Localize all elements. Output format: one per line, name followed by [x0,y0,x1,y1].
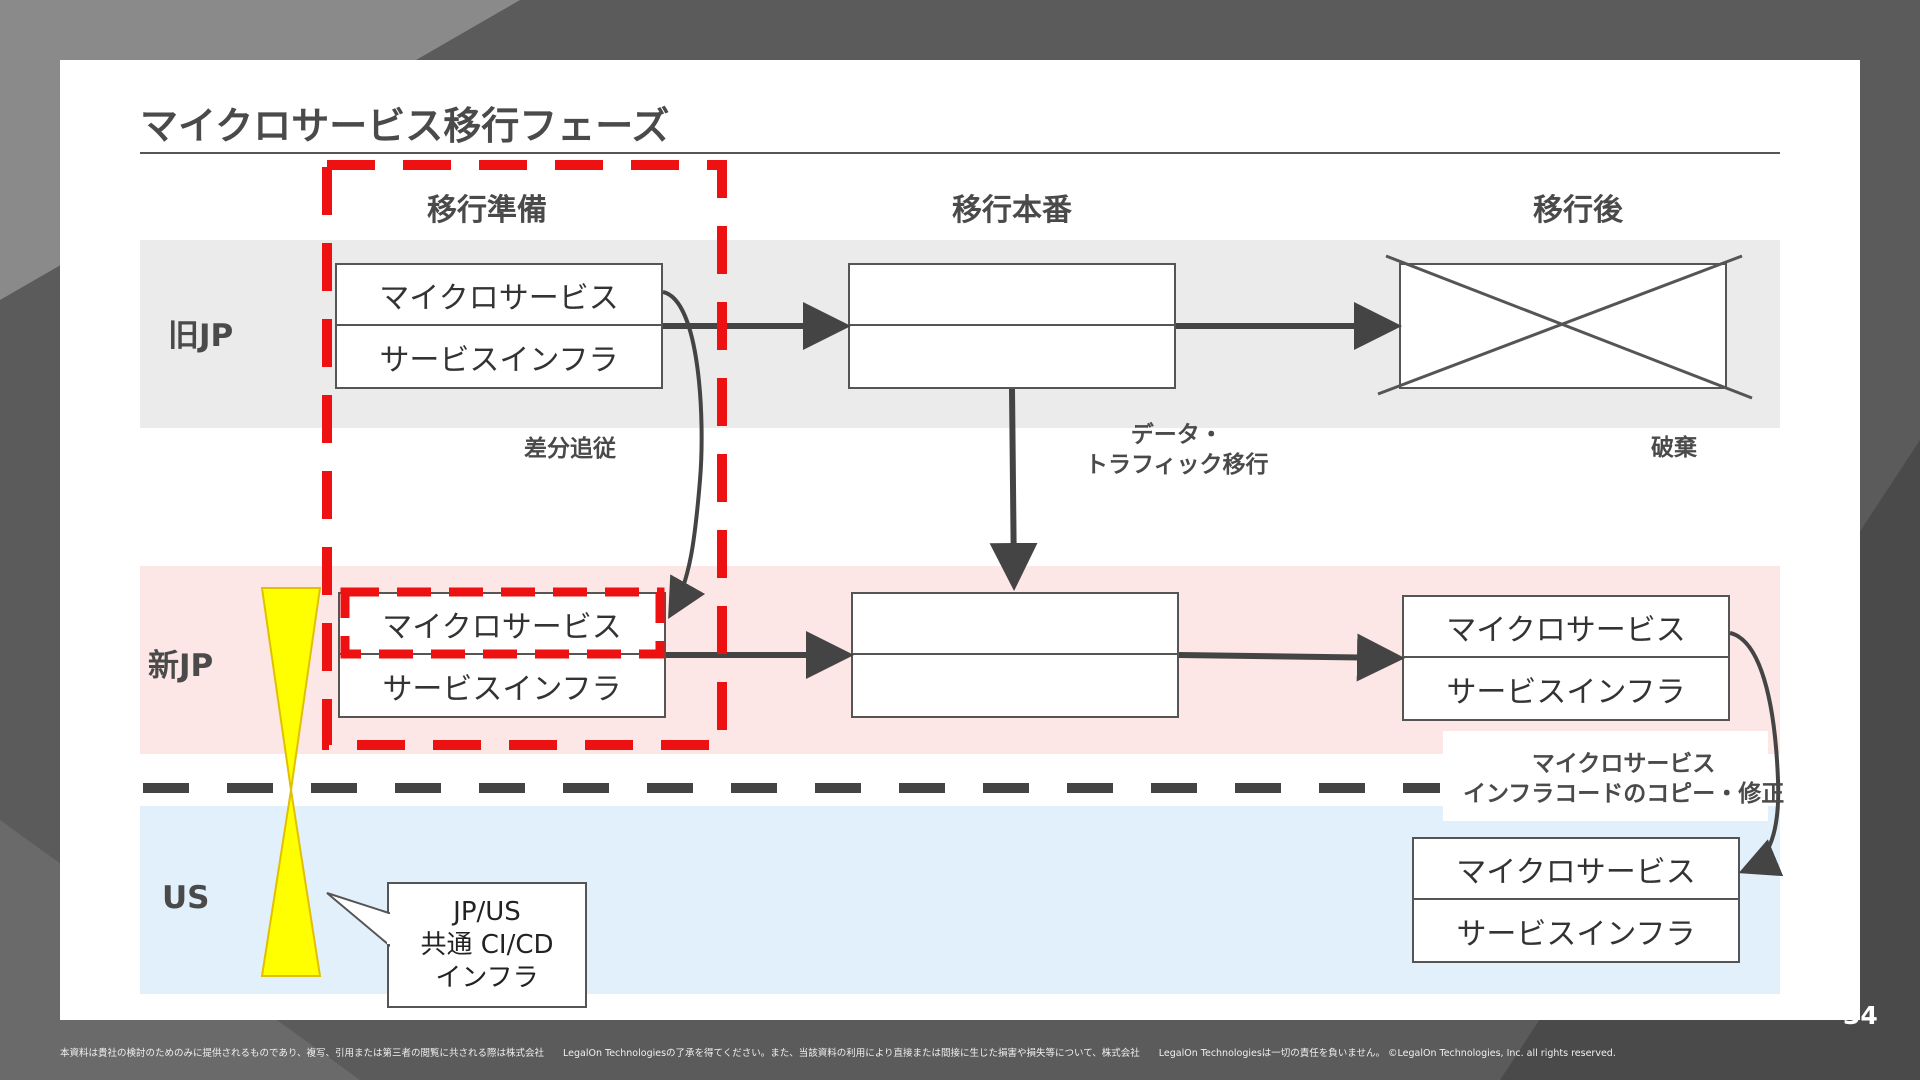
column-header-prep: 移行準備 [427,193,547,228]
hourglass-shape [260,587,322,977]
discard-x-mark [1377,254,1753,400]
old-jp-prep-box: マイクロサービス サービスインフラ [335,263,663,389]
us-post-box: マイクロサービス サービスインフラ [1412,837,1740,963]
prep-phase-highlight [322,160,727,750]
ci-cd-callout [326,882,587,1008]
callout-line-3: インフラ [435,962,539,993]
empty-slot-top [853,594,1177,655]
arrow-new-prod-to-post [1178,633,1405,682]
row-label-new-jp: 新JP [148,648,214,684]
row-label-old-jp: 旧JP [168,318,234,354]
service-infra-label: サービスインフラ [1446,674,1686,710]
copy-label-background [1443,731,1768,821]
diff-follow-label: 差分追従 [524,436,616,462]
new-jp-microservice-highlight [340,587,665,659]
callout-line-1: JP/US [453,896,521,927]
new-jp-prod-box [851,592,1179,718]
discard-label: 破棄 [1651,435,1697,461]
column-header-prod: 移行本番 [952,193,1072,228]
title-divider [140,152,1780,154]
data-traffic-line-1: データ・ [1130,422,1223,448]
callout-line-2: 共通 CI/CD [420,929,554,960]
microservice-label: マイクロサービス [1404,597,1728,658]
footer-disclaimer: 本資料は貴社の検討のためのみに提供されるものであり、複写、引用または第三者の閲覧… [60,1048,1616,1059]
microservice-label: マイクロサービス [1414,839,1738,900]
arrow-infra-copy [1729,631,1784,877]
ci-cd-callout-text: JP/US 共通 CI/CD インフラ [390,886,584,1004]
service-infra-label: サービスインフラ [1456,916,1696,952]
data-traffic-line-2: トラフィック移行 [1085,452,1269,478]
page-title: マイクロサービス移行フェーズ [140,104,670,148]
arrow-data-traffic [989,388,1038,591]
infra-copy-line-1: マイクロサービス [1531,751,1716,777]
new-jp-post-box: マイクロサービス サービスインフラ [1402,595,1730,721]
microservice-label: マイクロサービス [340,594,664,655]
service-infra-label: サービスインフラ [379,342,619,378]
data-traffic-label: データ・ トラフィック移行 [1085,420,1269,480]
service-infra-label: サービスインフラ [382,671,622,707]
page-number: 34 [1843,1001,1878,1030]
old-jp-prod-box [848,263,1176,389]
infra-copy-label: マイクロサービス インフラコードのコピー・修正 [1463,749,1784,809]
empty-slot-top [850,265,1174,326]
microservice-label: マイクロサービス [337,265,661,326]
infra-copy-line-2: インフラコードのコピー・修正 [1463,781,1785,807]
arrow-diff-follow [662,290,706,619]
column-header-post: 移行後 [1533,193,1623,228]
row-label-us: US [162,880,210,916]
